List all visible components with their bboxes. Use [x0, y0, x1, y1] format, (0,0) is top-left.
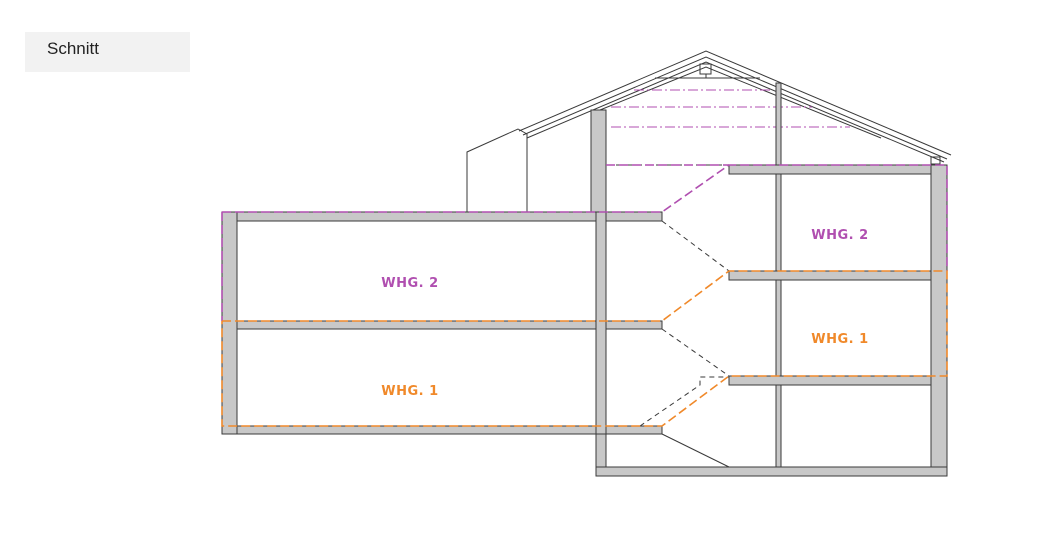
roof — [518, 50, 952, 165]
section-title-label: Schnitt — [25, 32, 190, 72]
dormer — [466, 128, 528, 212]
whg2-boundary — [221, 164, 948, 321]
section-title-text: Schnitt — [47, 39, 99, 58]
label-whg1-left: WHG. 1 — [381, 384, 438, 399]
left-wing — [221, 211, 663, 435]
label-whg2-left: WHG. 2 — [381, 276, 438, 291]
label-whg2-right: WHG. 2 — [811, 228, 868, 243]
stair-lines — [639, 220, 730, 468]
label-whg1-right: WHG. 1 — [811, 332, 868, 347]
whg1-boundary — [221, 270, 948, 427]
right-wing — [728, 164, 948, 468]
attic-boundary-lines — [611, 89, 850, 128]
